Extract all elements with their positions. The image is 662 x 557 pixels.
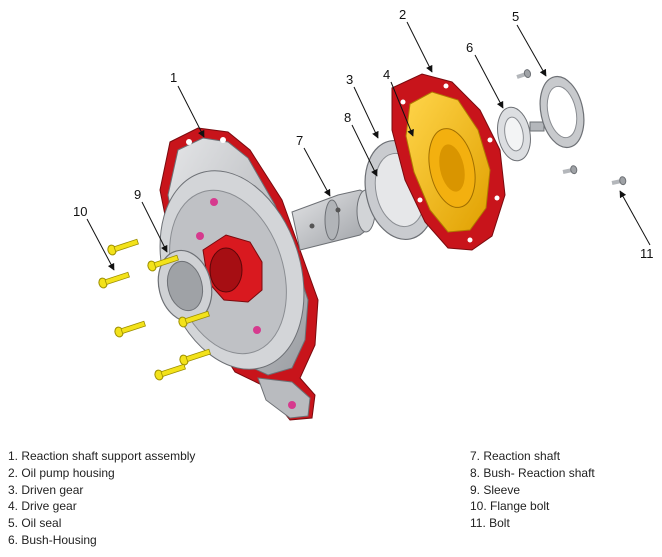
callout-10: 10 [73, 204, 87, 219]
callout-numbers: 1 2 3 4 5 6 7 8 9 10 11 [73, 7, 654, 261]
legend-item: 4. Drive gear [8, 499, 77, 514]
callout-11: 11 [640, 246, 654, 261]
callout-4: 4 [383, 67, 390, 82]
exploded-oil-pump-diagram: 1 2 3 4 5 6 7 8 9 10 11 [73, 7, 654, 421]
oil-seal [539, 75, 585, 149]
callout-6: 6 [466, 40, 473, 55]
oil-pump-housing [391, 73, 506, 251]
leader-lines [86, 21, 651, 271]
bush-housing [497, 106, 545, 162]
callout-8: 8 [344, 110, 351, 125]
legend-item: 10. Flange bolt [470, 499, 550, 514]
legend-item: 2. Oil pump housing [8, 465, 115, 480]
legend-item: 3. Driven gear [8, 482, 84, 497]
callout-9: 9 [134, 187, 141, 202]
legend-right-column: 7. Reaction shaft 8. Bush- Reaction shaf… [470, 448, 595, 532]
legend-item: 5. Oil seal [8, 516, 62, 531]
callout-2: 2 [399, 7, 406, 22]
callout-1: 1 [170, 70, 177, 85]
legend-item: 1. Reaction shaft support assembly [8, 449, 196, 463]
callout-5: 5 [512, 9, 519, 24]
reaction-shaft-support-assembly [157, 127, 319, 421]
legend-left-column: 1. Reaction shaft support assembly 2. Oi… [8, 448, 195, 549]
legend-item: 9. Sleeve [470, 482, 521, 497]
flange-bolts-yellow [98, 238, 211, 381]
legend-item: 8. Bush- Reaction shaft [470, 465, 595, 480]
callout-3: 3 [346, 72, 353, 87]
legend-item: 11. Bolt [470, 516, 510, 531]
legend-item: 7. Reaction shaft [470, 449, 561, 463]
legend-item: 6. Bush-Housing [8, 532, 97, 547]
callout-7: 7 [296, 133, 303, 148]
reaction-shaft [291, 189, 376, 251]
bolts-gray [516, 69, 627, 186]
